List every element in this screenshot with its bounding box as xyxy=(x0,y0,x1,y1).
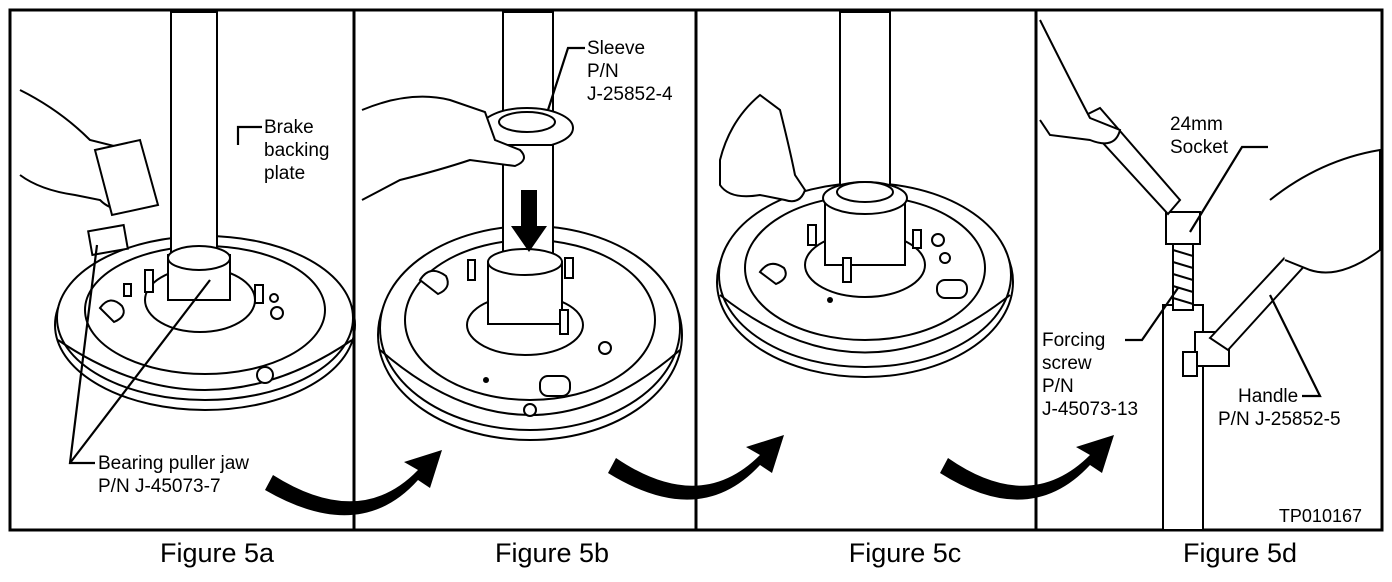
label-line: J-45073-13 xyxy=(1042,399,1138,420)
label-line: J-25852-4 xyxy=(587,84,673,105)
arrow-5b-to-5c xyxy=(608,435,784,500)
label-line: Forcing xyxy=(1042,330,1105,351)
arrow-5c-to-5d xyxy=(940,435,1114,500)
label-line: Handle xyxy=(1238,386,1298,407)
panel-5c-drawing xyxy=(716,11,1014,378)
label-line: P/N xyxy=(1042,376,1074,397)
sequence-arrows xyxy=(265,435,1114,516)
label-line: Sleeve xyxy=(587,38,645,59)
panel-5a-drawing xyxy=(19,11,356,465)
label-line: 24mm xyxy=(1170,114,1223,135)
label-brake-backing-plate: Brake backing plate xyxy=(264,117,330,184)
arrow-5a-to-5b xyxy=(265,450,442,516)
panel-5b-drawing xyxy=(361,11,683,441)
label-line: P/N J-25852-5 xyxy=(1218,409,1341,430)
label-sleeve: Sleeve P/N J-25852-4 xyxy=(587,38,673,105)
label-forcing-screw: Forcing screw P/N J-45073-13 xyxy=(1042,330,1138,420)
caption-figure-5b: Figure 5b xyxy=(495,538,609,568)
label-socket: 24mm Socket xyxy=(1170,114,1229,158)
label-line: Brake xyxy=(264,117,314,138)
label-handle: Handle P/N J-25852-5 xyxy=(1218,386,1341,430)
label-line: screw xyxy=(1042,353,1092,374)
label-line: plate xyxy=(264,163,305,184)
label-line: P/N xyxy=(587,61,619,82)
label-line: backing xyxy=(264,140,330,161)
label-line: Socket xyxy=(1170,137,1229,158)
label-bearing-puller-jaw: Bearing puller jaw P/N J-45073-7 xyxy=(98,453,249,497)
figure-code: TP010167 xyxy=(1279,506,1362,526)
caption-figure-5a: Figure 5a xyxy=(160,538,275,568)
caption-figure-5d: Figure 5d xyxy=(1183,538,1297,568)
label-line: P/N J-45073-7 xyxy=(98,476,221,497)
panel-5d-drawing xyxy=(1039,19,1381,531)
label-line: Bearing puller jaw xyxy=(98,453,249,474)
caption-figure-5c: Figure 5c xyxy=(849,538,962,568)
